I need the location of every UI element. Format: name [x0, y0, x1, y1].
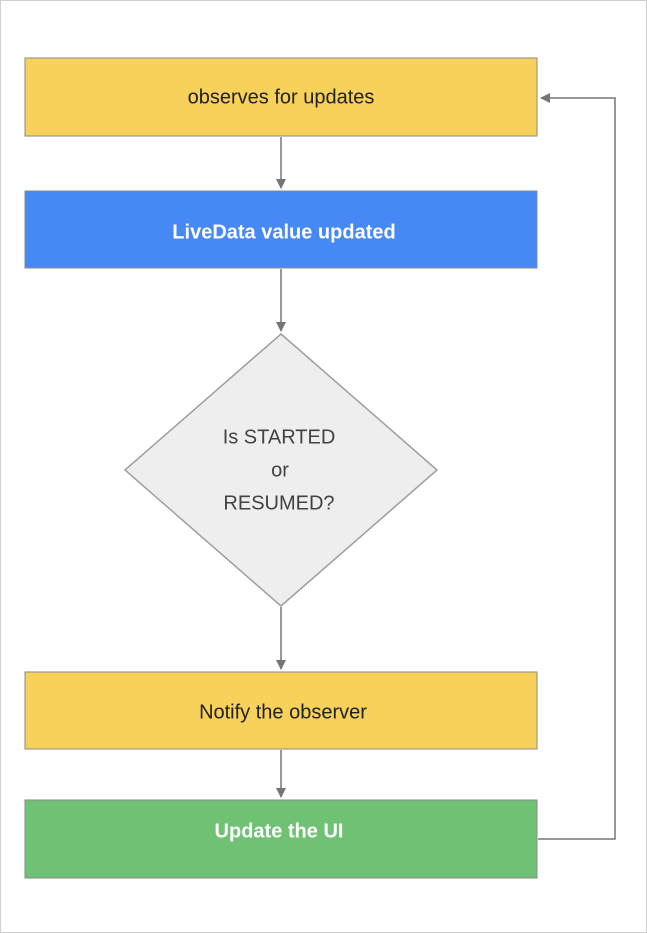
node-update-the-ui-label: Update the UI [215, 820, 344, 842]
node-notify-the-observer-label: Notify the observer [199, 701, 367, 723]
node-decision-started-or-resumed: Is STARTED or RESUMED? [123, 333, 439, 607]
node-notify-the-observer: Notify the observer [24, 671, 538, 750]
decision-label-line-3: RESUMED? [223, 492, 334, 514]
decision-label-line-1: Is STARTED [223, 426, 336, 448]
connector-update-ui-loop-back [538, 93, 616, 840]
node-observes-for-updates: observes for updates [24, 57, 538, 137]
node-livedata-value-updated: LiveData value updated [24, 190, 538, 269]
decision-label-line-2: or [271, 459, 289, 481]
node-update-the-ui: Update the UI [24, 799, 538, 879]
node-livedata-value-updated-label: LiveData value updated [172, 221, 395, 243]
node-observes-for-updates-label: observes for updates [188, 86, 375, 108]
